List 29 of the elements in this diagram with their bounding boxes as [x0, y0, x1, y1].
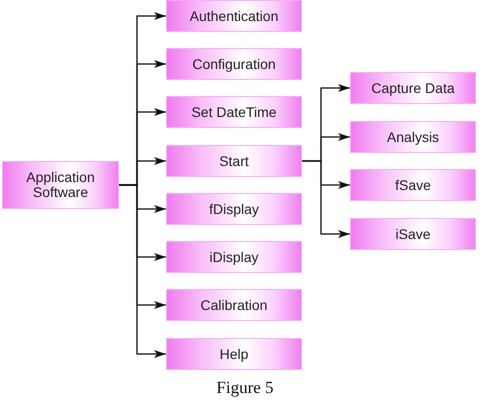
box-label: Authentication — [190, 8, 278, 24]
box-label: fSave — [395, 178, 431, 192]
process-box — [166, 289, 302, 321]
process-box — [166, 145, 302, 177]
process-box — [166, 338, 302, 370]
box-label: Analysis — [386, 130, 440, 144]
process-box — [166, 193, 302, 225]
process-box — [166, 96, 302, 128]
box-label: Start — [219, 154, 249, 168]
process-box — [350, 121, 476, 153]
process-box — [350, 169, 476, 201]
process-box — [350, 72, 476, 104]
connector-arrow — [302, 160, 350, 238]
process-box — [166, 241, 302, 273]
process-box — [350, 218, 476, 250]
box-label: Capture Data — [371, 80, 455, 96]
box-label: fDisplay — [209, 202, 259, 216]
process-box — [166, 0, 302, 32]
process-box — [166, 48, 302, 80]
box-label: Configuration — [192, 56, 276, 72]
box-label: Application Software — [25, 170, 96, 200]
box-label: iSave — [395, 226, 431, 242]
box-label: Calibration — [200, 298, 268, 312]
process-box — [2, 161, 119, 209]
box-label: iDisplay — [209, 250, 258, 264]
box-label: Set DateTime — [191, 104, 277, 120]
connector-arrow — [119, 184, 166, 358]
figure-caption: Figure 5 — [216, 378, 274, 398]
box-label: Help — [220, 346, 248, 362]
